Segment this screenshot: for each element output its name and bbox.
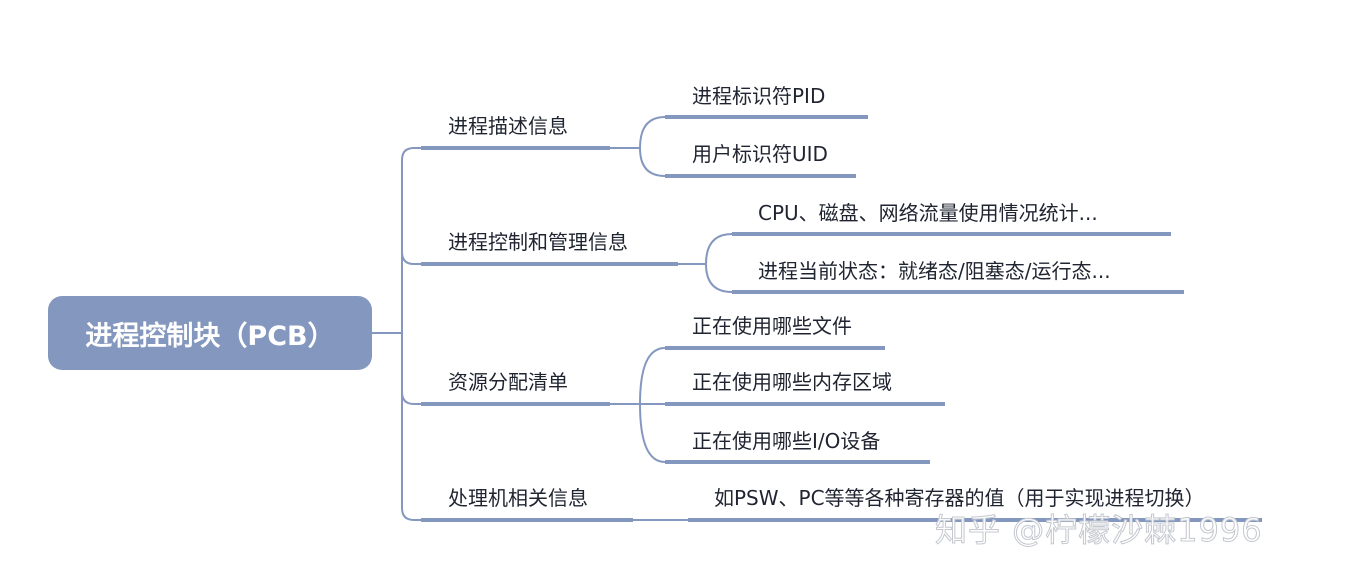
child-label-2-1: CPU、磁盘、网络流量使用情况统计... <box>758 201 1098 225</box>
fork-2 <box>677 233 733 293</box>
fork-3 <box>609 347 666 463</box>
fork-1 <box>609 116 666 177</box>
child-label-1-1: 进程标识符PID <box>692 84 826 108</box>
connector-branch-2 <box>401 251 422 265</box>
child-label-4-1: 如PSW、PC等等各种寄存器的值（用于实现进程切换） <box>714 486 1205 510</box>
watermark: 知乎 @柠檬沙棘1996 <box>935 511 1263 550</box>
connector-trunk <box>401 147 422 521</box>
child-label-2-2: 进程当前状态：就绪态/阻塞态/运行态... <box>758 259 1111 283</box>
branch-label-2: 进程控制和管理信息 <box>448 230 628 254</box>
child-label-3-2: 正在使用哪些内存区域 <box>692 370 892 394</box>
branch-label-3: 资源分配清单 <box>448 370 568 394</box>
child-label-3-1: 正在使用哪些文件 <box>692 314 852 338</box>
branch-label-4: 处理机相关信息 <box>448 486 588 510</box>
connector-branch-3 <box>401 391 422 405</box>
branch-label-1: 进程描述信息 <box>448 114 568 138</box>
root-node: 进程控制块（PCB） <box>48 296 372 370</box>
child-label-3-3: 正在使用哪些I/O设备 <box>692 429 881 453</box>
child-label-1-2: 用户标识符UID <box>692 142 828 166</box>
